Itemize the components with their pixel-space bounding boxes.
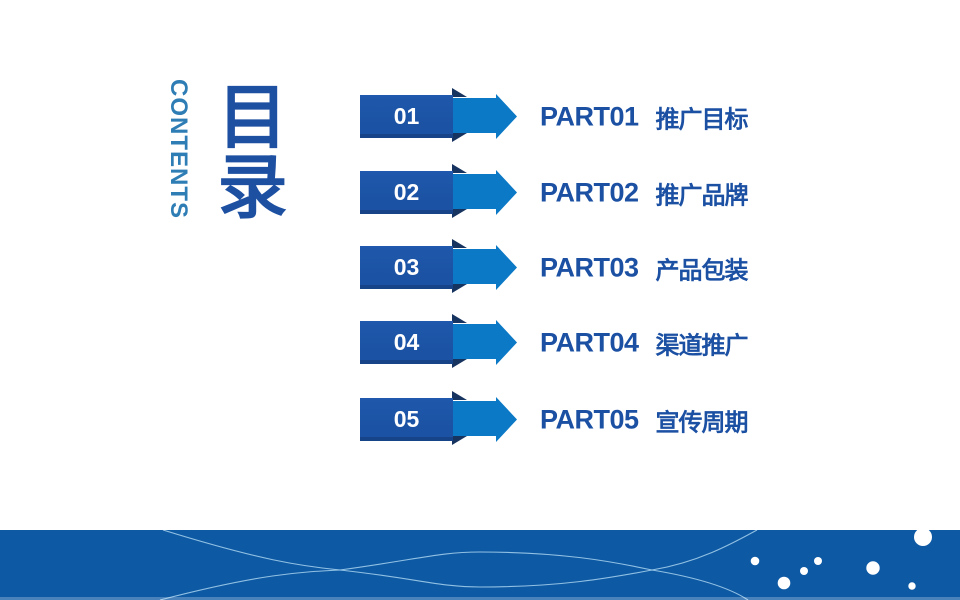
toc-item-4[interactable]: 04 PART04 渠道推广 [360, 314, 920, 368]
toc-number: 03 [393, 254, 420, 280]
wave-line [159, 530, 758, 600]
toc-item-2[interactable]: 02 PART02 推广品牌 [360, 164, 920, 218]
dot [866, 561, 880, 575]
part-title: 推广品牌 [655, 182, 749, 209]
toc-number: 05 [393, 406, 420, 432]
toc-number-box: 03 [360, 246, 453, 289]
part-code: PART03 [540, 252, 639, 282]
dot [800, 567, 808, 575]
toc-number-box: 05 [360, 398, 453, 441]
part-title: 渠道推广 [655, 332, 749, 359]
toc-label: PART05 宣传周期 [540, 402, 749, 437]
dot [914, 530, 932, 546]
part-code: PART02 [540, 177, 639, 207]
arrow-right-icon [446, 314, 517, 368]
arrow-right-icon [446, 88, 517, 142]
toc-number: 04 [393, 329, 420, 355]
part-code: PART04 [540, 327, 639, 357]
part-code: PART01 [540, 101, 639, 131]
part-title: 宣传周期 [655, 409, 749, 436]
wave-line [162, 530, 749, 600]
footer-bottom-strip [0, 597, 960, 600]
dot [750, 556, 760, 566]
toc-number-box: 04 [360, 321, 453, 364]
toc-item-3[interactable]: 03 PART03 产品包装 [360, 239, 920, 293]
toc-number-box: 01 [360, 95, 453, 138]
toc-list: 01 PART01 推广目标 02 PART02 推广品牌 [360, 88, 920, 455]
toc-number: 02 [393, 179, 420, 205]
part-title: 产品包装 [655, 257, 749, 284]
part-code: PART05 [540, 404, 639, 434]
toc-label: PART03 产品包装 [540, 250, 749, 285]
toc-label: PART01 推广目标 [540, 99, 749, 134]
toc-number: 01 [393, 103, 420, 129]
toc-label: PART02 推广品牌 [540, 175, 749, 210]
arrow-right-icon [446, 164, 517, 218]
toc-number-box: 02 [360, 171, 453, 214]
dot [777, 576, 791, 590]
part-title: 推广目标 [655, 106, 749, 133]
page-title: 目录 [208, 80, 286, 220]
footer-band [0, 530, 960, 600]
arrow-right-icon [446, 239, 517, 293]
toc-item-5[interactable]: 05 PART05 宣传周期 [360, 391, 920, 445]
dot [814, 557, 822, 565]
wave-decoration [159, 530, 932, 600]
arrow-right-icon [446, 391, 517, 445]
dot [908, 582, 916, 590]
toc-label: PART04 渠道推广 [540, 325, 749, 360]
contents-vertical-label: CONTENTS [165, 79, 192, 219]
toc-item-1[interactable]: 01 PART01 推广目标 [360, 88, 920, 142]
